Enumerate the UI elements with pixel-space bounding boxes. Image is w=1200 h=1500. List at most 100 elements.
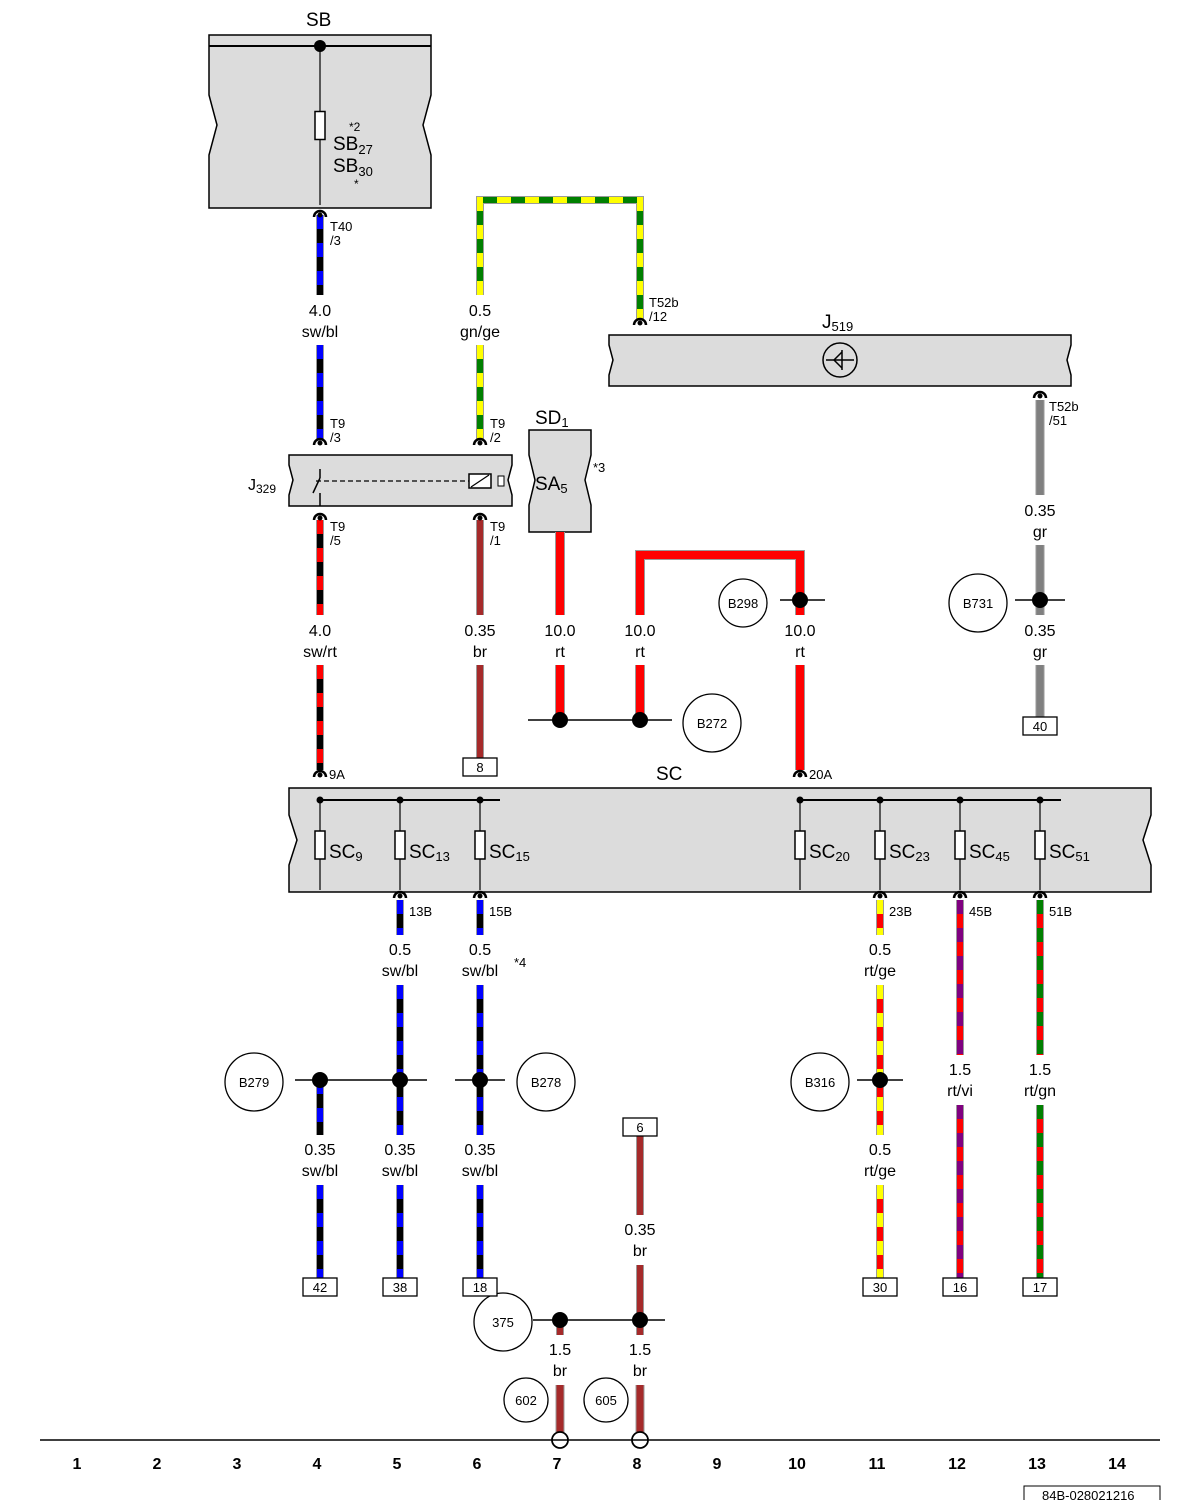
splice-circle-b279 (224, 1052, 284, 1112)
splice-circle-b731 (948, 573, 1008, 633)
splice-label-p602: 602 (515, 1393, 537, 1408)
splice-dot-375-b (632, 1312, 648, 1328)
grid-number-1: 1 (73, 1456, 82, 1473)
fuse-sc23 (874, 830, 886, 860)
splice-dot-b298 (792, 592, 808, 608)
conn-arc-t9-2-pin (477, 440, 483, 446)
conn-arc-t52b-12-pin (637, 320, 643, 326)
splice-label-b298: B298 (728, 596, 758, 611)
conn-arc-t9-3 (312, 437, 328, 446)
doc-ref-box (1023, 1485, 1161, 1500)
fuse-sc9 (314, 830, 326, 860)
grid-number-13: 13 (1028, 1456, 1046, 1473)
sb-star: * (354, 177, 359, 191)
fuse-sc45 (954, 830, 966, 860)
conn-arc-20a (792, 769, 808, 778)
splice-circle-b316 (790, 1052, 850, 1112)
splice-dot-375-a (552, 1312, 568, 1328)
sa5-label: SA5 (535, 474, 568, 496)
conn-arc-15b (472, 890, 488, 899)
wire-rt-loop (636, 551, 804, 615)
conn-arc-15b-pin (477, 893, 483, 899)
conn-arc-51b-pin (1037, 893, 1043, 899)
splice-dot-b731 (1032, 592, 1048, 608)
grid-number-10: 10 (788, 1456, 806, 1473)
terminal-label-t6: 6 (636, 1120, 643, 1135)
conn-23b: 23B (889, 904, 912, 919)
fuse-sc51 (1034, 830, 1046, 860)
conn-t52b-12: T52b/12 (649, 295, 679, 324)
splice-label-b731: B731 (963, 596, 993, 611)
terminal-box-t38 (382, 1277, 418, 1297)
terminal-box-t6 (622, 1117, 658, 1137)
conn-arc-51b (1032, 890, 1048, 899)
wire-gnge-upper-outline (476, 196, 644, 320)
grid-number-11: 11 (869, 1456, 886, 1473)
conn-arc-t52b-51-pin (1037, 393, 1043, 399)
conn-t9-5: T9/5 (330, 519, 345, 548)
terminal-box-t40 (1022, 716, 1058, 736)
splice-dot-b278 (472, 1072, 488, 1088)
conn-51b: 51B (1049, 904, 1072, 919)
sc-bus-dot-4 (876, 796, 884, 804)
splice-dot-b279-b (392, 1072, 408, 1088)
grid-number-5: 5 (393, 1456, 402, 1473)
fuse-sb27-sb30 (314, 110, 326, 141)
grid-number-8: 8 (633, 1456, 642, 1473)
terminal-box-t17 (1022, 1277, 1058, 1297)
conn-9a: 9A (329, 767, 345, 782)
splice-label-b272: B272 (697, 716, 727, 731)
splice-circle-b272 (682, 693, 742, 753)
sc-bus-dot-0 (316, 796, 324, 804)
sc-bus-dot-3 (796, 796, 804, 804)
conn-t9-2: T9/2 (490, 416, 505, 445)
sc-bus-dot-5 (956, 796, 964, 804)
terminal-label-t40: 40 (1033, 719, 1047, 734)
conn-t9-3: T9/3 (330, 416, 345, 445)
terminal-label-t18: 18 (473, 1280, 487, 1295)
terminal-label-t8: 8 (476, 760, 483, 775)
terminal-label-t30: 30 (873, 1280, 887, 1295)
terminal-label-t16: 16 (953, 1280, 967, 1295)
grid-number-14: 14 (1108, 1456, 1126, 1473)
conn-t40-3: T40/3 (330, 219, 352, 248)
terminal-label-t42: 42 (313, 1280, 327, 1295)
terminal-box-t42 (302, 1277, 338, 1297)
conn-arc-t9-5-pin (317, 515, 323, 521)
terminal-label-t17: 17 (1033, 1280, 1047, 1295)
grid-number-12: 12 (948, 1456, 966, 1473)
grid-number-9: 9 (713, 1456, 722, 1473)
sd1-fuse-holder (528, 429, 592, 533)
splice-dot-b316 (872, 1072, 888, 1088)
splice-label-b279: B279 (239, 1075, 269, 1090)
splice-label-b278: B278 (531, 1075, 561, 1090)
conn-arc-9a (312, 769, 328, 778)
conn-arc-t9-1-pin (477, 515, 483, 521)
conn-arc-t9-5 (312, 512, 328, 521)
wire-gnge-upper-stripe (477, 197, 643, 320)
conn-15b: 15B (489, 904, 512, 919)
conn-arc-t9-3-pin (317, 440, 323, 446)
sc-label: SC (656, 764, 682, 785)
conn-arc-13b (392, 890, 408, 899)
conn-arc-t9-1 (472, 512, 488, 521)
grid-number-2: 2 (153, 1456, 162, 1473)
splice-label-p605: 605 (595, 1393, 617, 1408)
conn-13b: 13B (409, 904, 432, 919)
